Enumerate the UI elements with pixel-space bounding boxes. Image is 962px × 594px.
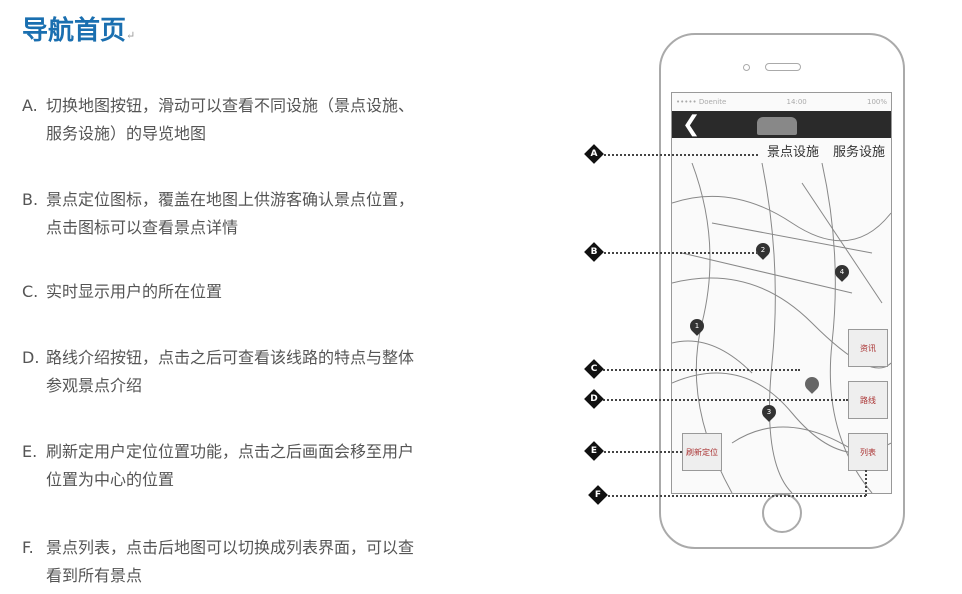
item-f: F.景点列表，点击后地图可以切换成列表界面，可以查看到所有景点 [22, 538, 415, 585]
callout-line-f [604, 495, 866, 497]
page-title: 导航首页↵ [22, 16, 136, 46]
callout-a: A [584, 144, 604, 164]
status-bar: ••••• Doenite 14:00 100% [672, 93, 891, 111]
callout-b: B [584, 242, 604, 262]
scenic-pin-1[interactable]: 1 [687, 316, 707, 336]
item-a: A.切换地图按钮，滑动可以查看不同设施（景点设施、服务设施）的导览地图 [22, 96, 415, 143]
carrier: ••••• Doenite [676, 98, 727, 106]
scenic-pin-3[interactable]: 3 [759, 402, 779, 422]
camera-icon [743, 64, 750, 71]
map-tabs: 景点设施 服务设施 [672, 138, 891, 163]
item-e: E.刷新定用户定位位置功能，点击之后画面会移至用户位置为中心的位置 [22, 442, 415, 489]
callout-line-b [600, 252, 758, 254]
callout-line-a [600, 154, 758, 156]
pin-number: 1 [694, 322, 700, 330]
info-button[interactable]: 资讯 [848, 329, 888, 367]
item-b: B.景点定位图标，覆盖在地图上供游客确认景点位置，点击图标可以查看景点详情 [22, 190, 415, 237]
tab-scenic[interactable]: 景点设施 [766, 145, 819, 160]
item-c: C.实时显示用户的所在位置 [22, 282, 223, 301]
callout-c: C [584, 359, 604, 379]
battery: 100% [866, 98, 887, 106]
time: 14:00 [786, 98, 807, 106]
callout-line-f-vertical [865, 470, 867, 496]
back-icon[interactable]: ❮ [682, 112, 701, 137]
refresh-location-button[interactable]: 刷新定位 [682, 433, 722, 471]
scenic-pin-4[interactable]: 4 [832, 262, 852, 282]
logo [757, 117, 797, 135]
list-button[interactable]: 列表 [848, 433, 888, 471]
callout-line-e [600, 451, 682, 453]
callout-e: E [584, 441, 604, 461]
tab-service[interactable]: 服务设施 [832, 145, 885, 160]
callout-line-d [600, 399, 848, 401]
pin-number: 3 [766, 408, 772, 416]
route-button[interactable]: 路线 [848, 381, 888, 419]
item-d: D.路线介绍按钮，点击之后可查看该线路的特点与整体参观景点介绍 [22, 348, 415, 395]
callout-f: F [588, 485, 608, 505]
pin-number: 4 [839, 268, 845, 276]
pin-number: 2 [760, 246, 766, 254]
phone-screen: ••••• Doenite 14:00 100% ❮ 景点设施 服务设施 2 4… [671, 92, 892, 494]
callout-line-c [600, 369, 800, 371]
home-button[interactable] [762, 493, 802, 533]
nav-bar: ❮ [672, 111, 891, 138]
callout-d: D [584, 389, 604, 409]
speaker-icon [765, 63, 801, 71]
scenic-pin-2[interactable]: 2 [753, 240, 773, 260]
